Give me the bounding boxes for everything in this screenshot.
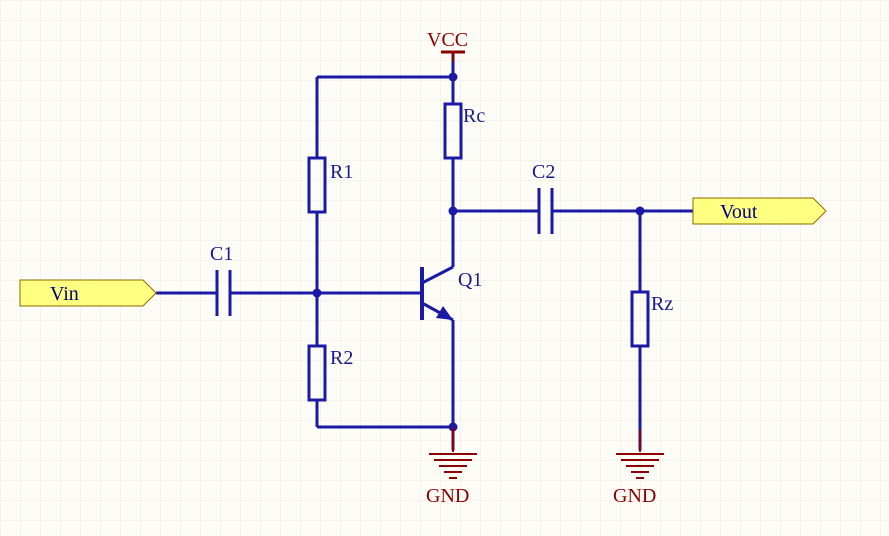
gnd-power-port-2[interactable]: GND: [613, 430, 664, 507]
junction-dot: [448, 206, 458, 216]
gnd-power-port-1[interactable]: GND: [426, 427, 477, 507]
transistor-q1[interactable]: Q1: [420, 265, 482, 322]
vcc-label: VCC: [427, 29, 468, 51]
transistor-q1-label: Q1: [458, 269, 482, 291]
resistor-r1[interactable]: R1: [307, 156, 353, 214]
resistor-r1-label: R1: [330, 161, 353, 183]
wires: [156, 52, 693, 450]
transistor-q1-emitter-arrow-icon: [436, 306, 453, 320]
resistor-r2-body[interactable]: [307, 344, 327, 402]
vout-port-label: Vout: [720, 201, 758, 223]
vin-port-shape[interactable]: [19, 279, 157, 307]
resistor-r2[interactable]: R2: [307, 344, 353, 402]
resistor-rc-label: Rc: [463, 105, 485, 127]
resistor-rz-body[interactable]: [630, 290, 650, 348]
capacitor-c2[interactable]: C2: [532, 161, 555, 234]
junction-dot: [448, 72, 458, 82]
gnd1-label: GND: [426, 485, 469, 507]
transistor-q1-collector-lead[interactable]: [421, 265, 454, 285]
resistor-rz-label: Rz: [651, 293, 673, 315]
ground-icon: [616, 453, 664, 479]
resistor-rc-body[interactable]: [443, 102, 463, 160]
vout-port[interactable]: Vout: [692, 197, 827, 225]
resistor-rz[interactable]: Rz: [630, 290, 673, 348]
junctions: [312, 72, 645, 432]
resistor-rc[interactable]: Rc: [443, 102, 485, 160]
resistor-r2-label: R2: [330, 347, 353, 369]
vout-port-shape[interactable]: [692, 197, 827, 225]
gnd2-label: GND: [613, 485, 656, 507]
vin-port[interactable]: Vin: [19, 279, 157, 307]
capacitor-c1-label: C1: [210, 243, 233, 265]
resistor-r1-body[interactable]: [307, 156, 327, 214]
capacitor-c1[interactable]: C1: [210, 243, 233, 316]
junction-dot: [635, 206, 645, 216]
vcc-power-port[interactable]: VCC: [427, 29, 468, 62]
capacitor-c2-label: C2: [532, 161, 555, 183]
ground-icon: [429, 453, 477, 479]
vin-port-label: Vin: [50, 283, 79, 305]
junction-dot: [312, 288, 322, 298]
